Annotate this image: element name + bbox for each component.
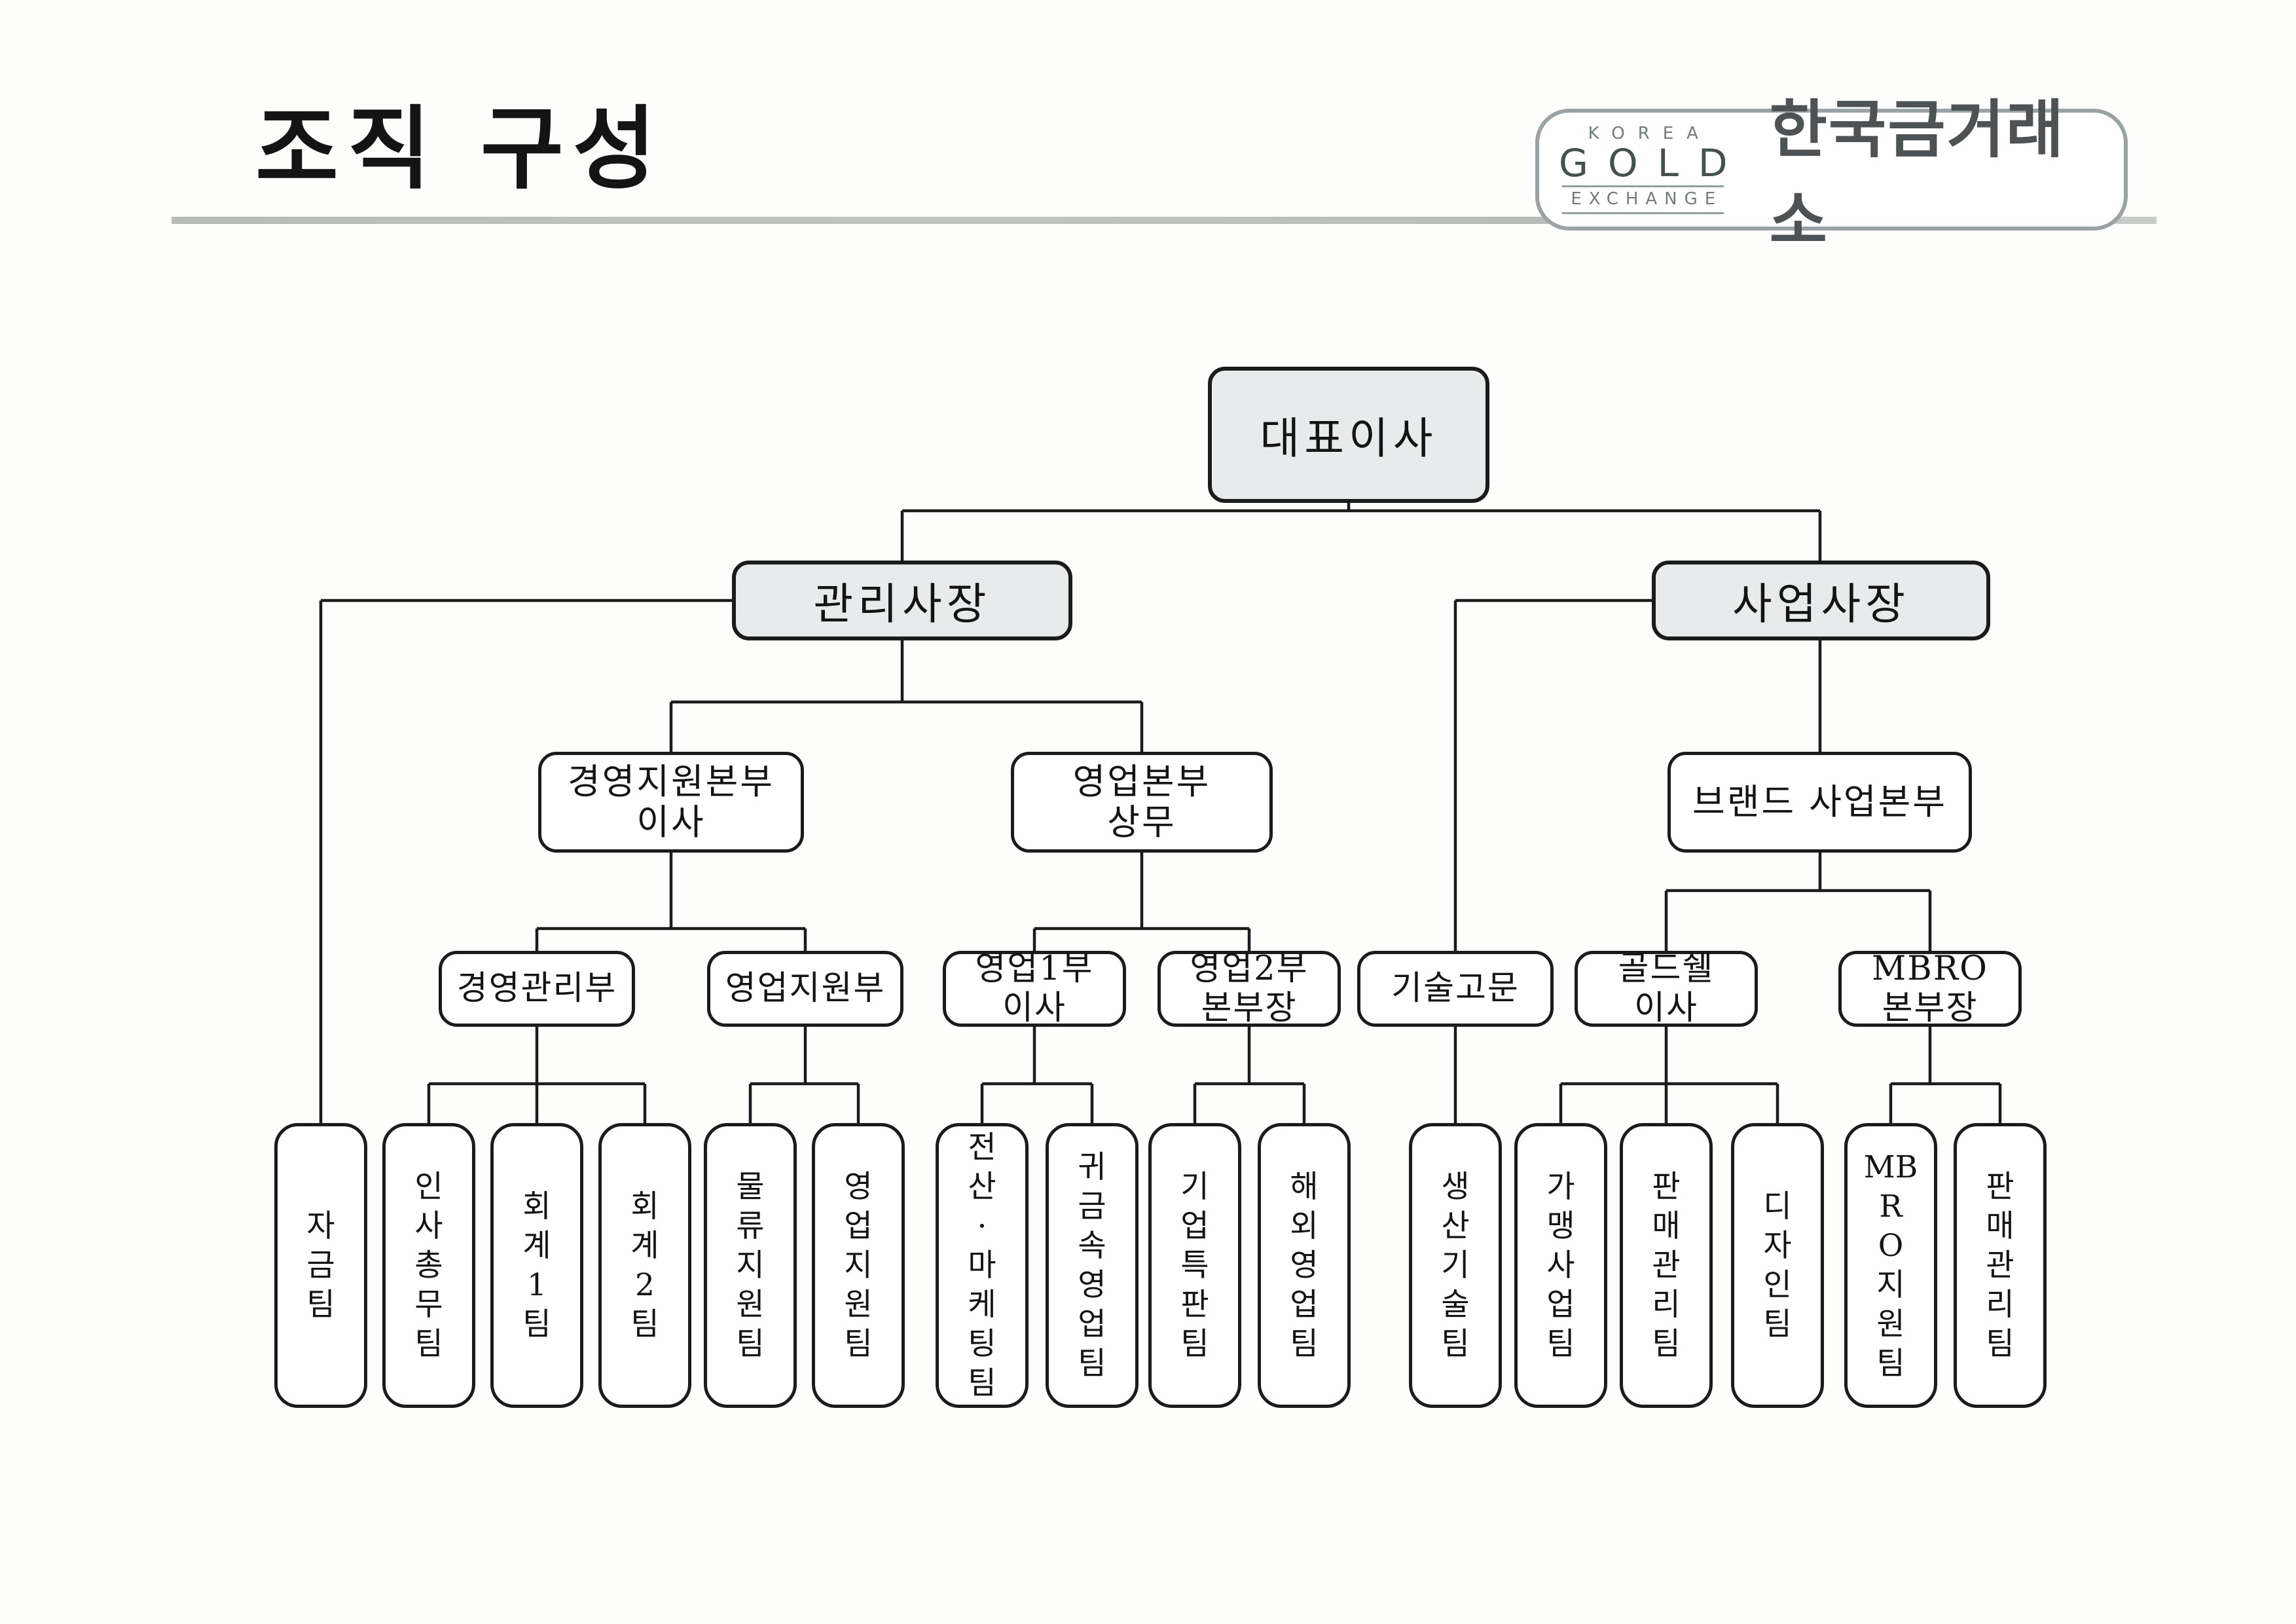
node-sales-dept-1: 영업1부 이사 xyxy=(943,950,1126,1027)
team-it-marketing: 전 산 · 마 케 팅 팀 xyxy=(936,1123,1029,1408)
node-business-president: 사업사장 xyxy=(1652,561,1990,640)
team-hr-general-affairs: 인 사 총 무 팀 xyxy=(382,1123,475,1408)
node-goldshell-director: 골드쉘 이사 xyxy=(1575,950,1758,1027)
logo-exchange-text: EXCHANGE xyxy=(1562,185,1724,214)
korea-gold-exchange-logo: KOREA GOLD EXCHANGE 한국금거래소 xyxy=(1535,93,2128,257)
node-technical-advisor: 기술고문 xyxy=(1357,951,1554,1027)
team-mbro-support: MB R O 지 원 팀 xyxy=(1844,1123,1937,1408)
node-mbro-head: MBRO 본부장 xyxy=(1838,950,2022,1027)
team-precious-metal-sales: 귀 금 속 영 업 팀 xyxy=(1046,1123,1139,1408)
team-overseas-sales: 해 외 영 업 팀 xyxy=(1258,1123,1351,1408)
team-sales-support: 영 업 지 원 팀 xyxy=(812,1123,905,1408)
team-sales-management-1: 판 매 관 리 팀 xyxy=(1620,1123,1713,1408)
team-franchise-business: 가 맹 사 업 팀 xyxy=(1514,1123,1607,1408)
logo-korean-name: 한국금거래소 xyxy=(1769,93,2066,257)
node-brand-business-hq: 브랜드 사업본부 xyxy=(1667,752,1972,853)
node-ceo: 대표이사 xyxy=(1208,367,1489,503)
team-corporate-special-sales: 기 업 특 판 팀 xyxy=(1148,1123,1241,1408)
logo-korea-text: KOREA xyxy=(1588,124,1711,144)
team-design: 디 자 인 팀 xyxy=(1731,1123,1824,1408)
team-finance: 자 금 팀 xyxy=(274,1123,367,1408)
node-management-support-hq: 경영지원본부 이사 xyxy=(538,752,804,853)
node-admin-president: 관리사장 xyxy=(732,561,1072,640)
node-management-dept: 경영관리부 xyxy=(439,951,635,1027)
team-accounting-1: 회 계 1 팀 xyxy=(490,1123,583,1408)
node-sales-dept-2: 영업2부 본부장 xyxy=(1157,950,1341,1027)
title-underline xyxy=(172,217,2157,224)
logo-english-block: KOREA GOLD EXCHANGE xyxy=(1539,124,1747,214)
team-sales-management-2: 판 매 관 리 팀 xyxy=(1954,1123,2047,1408)
team-logistics-support: 물 류 지 원 팀 xyxy=(704,1123,797,1408)
team-accounting-2: 회 계 2 팀 xyxy=(598,1123,691,1408)
node-sales-hq: 영업본부 상무 xyxy=(1011,752,1273,853)
team-production-technology: 생 산 기 술 팀 xyxy=(1409,1123,1502,1408)
logo-gold-text: GOLD xyxy=(1559,140,1747,185)
node-sales-support-dept: 영업지원부 xyxy=(707,951,903,1027)
page-title: 조직 구성 xyxy=(255,95,665,202)
